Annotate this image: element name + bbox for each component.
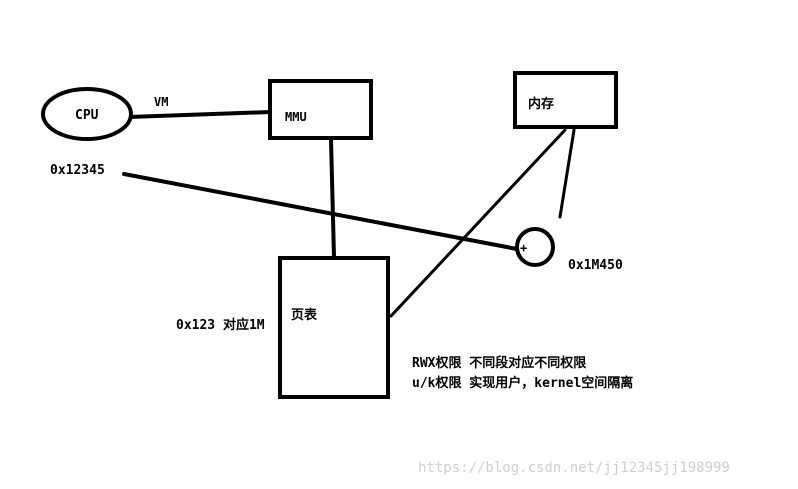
virtual-address-to-adder-line — [122, 172, 519, 251]
mmu-label: MMU — [285, 110, 307, 124]
mmu-to-page-table-line — [329, 138, 336, 259]
memory-label: 内存 — [528, 96, 554, 112]
page-table-label: 页表 — [291, 307, 318, 323]
cpu-label: CPU — [75, 108, 99, 123]
adder-node — [515, 227, 555, 267]
permission-note-uk: u/k权限 实现用户，kernel空间隔离 — [412, 375, 633, 391]
permission-note-rwx: RWX权限 不同段对应不同权限 — [412, 355, 587, 371]
vm-label: VM — [154, 95, 168, 109]
watermark-text: https://blog.csdn.net/jj12345jj198999 — [418, 460, 730, 476]
adder-to-memory-line — [558, 128, 576, 219]
page-table-box — [278, 256, 390, 399]
physical-address-label: 0x1M450 — [568, 258, 623, 273]
page-table-to-memory-line — [389, 128, 567, 318]
cpu-to-mmu-line — [127, 110, 272, 119]
virtual-address-label: 0x12345 — [50, 163, 105, 178]
memory-box — [513, 71, 618, 129]
adder-label: + — [520, 241, 527, 255]
mapping-note-label: 0x123 对应1M — [176, 317, 265, 333]
cpu-node — [41, 87, 133, 141]
mmu-box — [268, 79, 373, 140]
